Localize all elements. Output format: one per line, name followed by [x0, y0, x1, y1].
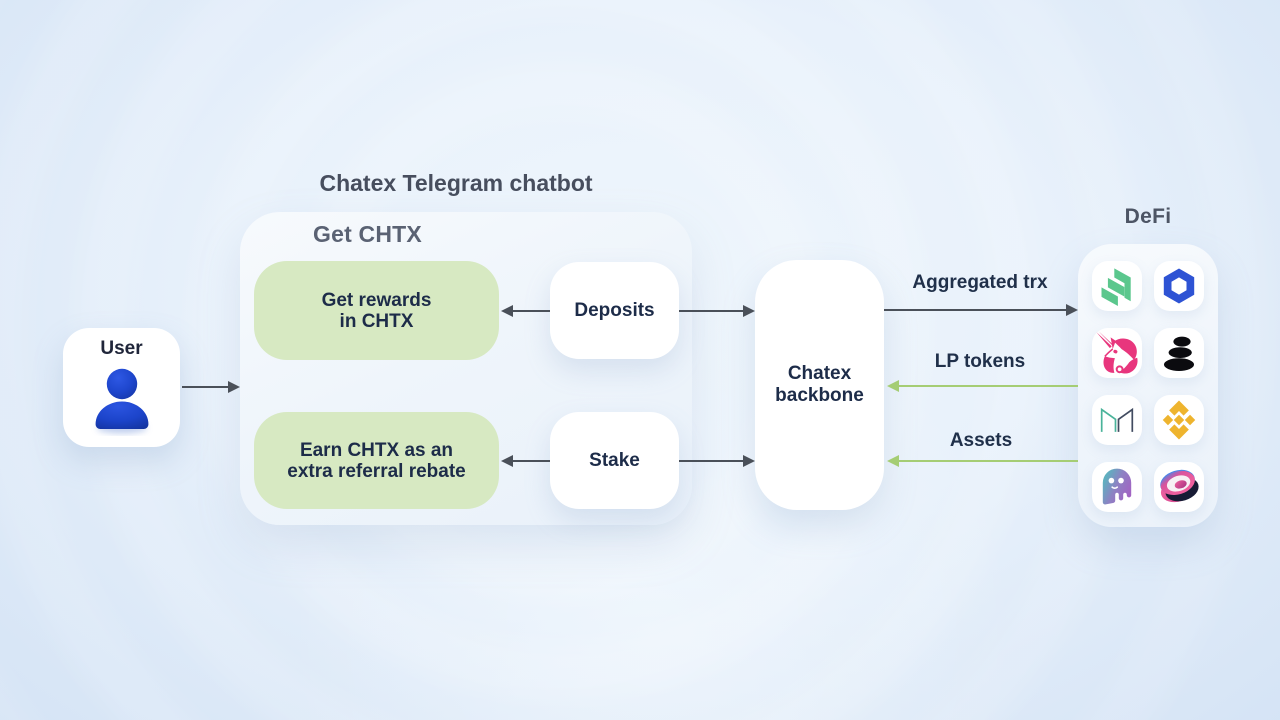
backbone-line1: Chatex — [787, 363, 852, 384]
aave-icon — [1102, 468, 1132, 505]
arrow-shaft — [898, 459, 1078, 463]
page-title: Chatex Telegram chatbot — [319, 170, 593, 196]
referral-box: Earn CHTX as an extra referral rebate — [254, 412, 499, 509]
defi-grid — [1092, 261, 1204, 512]
chatbot-panel: Get CHTX Get rewards in CHTX Deposits Ea… — [240, 212, 692, 525]
maker-icon — [1100, 407, 1134, 432]
rewards-box: Get rewards in CHTX — [254, 261, 499, 360]
maker-tile — [1092, 395, 1142, 445]
user-card: User — [63, 328, 180, 447]
binance-icon — [1162, 400, 1196, 440]
arrow-head — [501, 454, 513, 467]
arrow-shaft — [182, 385, 229, 389]
referral-box-line1: Earn CHTX as an — [299, 439, 454, 461]
arrow-shaft — [679, 459, 744, 463]
referral-box-line2: extra referral rebate — [287, 460, 466, 482]
arrow-shaft — [898, 384, 1078, 388]
arrow-head — [228, 380, 240, 393]
arrow-shaft — [884, 308, 1067, 312]
assets-label: Assets — [949, 430, 1013, 451]
arrow-head — [743, 454, 755, 467]
arrow-shaft — [679, 309, 744, 313]
deposits-box: Deposits — [550, 262, 679, 359]
balancer-tile — [1154, 328, 1204, 378]
backbone-line2: backbone — [775, 385, 864, 406]
uniswap-tile — [1092, 328, 1142, 378]
backbone-box: Chatex backbone — [755, 260, 884, 510]
user-card-label: User — [100, 338, 143, 359]
deposits-box-label: Deposits — [574, 299, 655, 321]
arrow-head — [1066, 303, 1078, 316]
defi-panel — [1078, 244, 1218, 527]
defi-heading: DeFi — [1124, 205, 1172, 228]
aave-tile — [1092, 462, 1142, 512]
stake-box: Stake — [550, 412, 679, 509]
arrow-head — [743, 304, 755, 317]
rewards-box-line1: Get rewards — [321, 289, 432, 311]
balancer-icon — [1164, 336, 1194, 371]
arrow-shaft — [512, 459, 550, 463]
stake-box-label: Stake — [589, 449, 640, 471]
chainlink-icon — [1163, 268, 1195, 304]
arrow-head — [887, 454, 899, 467]
arrow-head — [887, 379, 899, 392]
compound-icon — [1101, 268, 1131, 306]
aggregated-trx-label: Aggregated trx — [912, 272, 1048, 293]
binance-tile — [1154, 395, 1204, 445]
compound-tile — [1092, 261, 1142, 311]
person-icon — [95, 368, 148, 434]
rewards-box-line2: in CHTX — [339, 310, 414, 332]
panel-heading: Get CHTX — [313, 221, 422, 247]
arrow-head — [501, 304, 513, 317]
uniswap-icon — [1096, 331, 1138, 374]
chainlink-tile — [1154, 261, 1204, 311]
sushiswap-icon — [1160, 469, 1199, 503]
sushiswap-tile — [1154, 462, 1204, 512]
lp-tokens-label: LP tokens — [934, 351, 1026, 372]
arrow-shaft — [512, 309, 550, 313]
